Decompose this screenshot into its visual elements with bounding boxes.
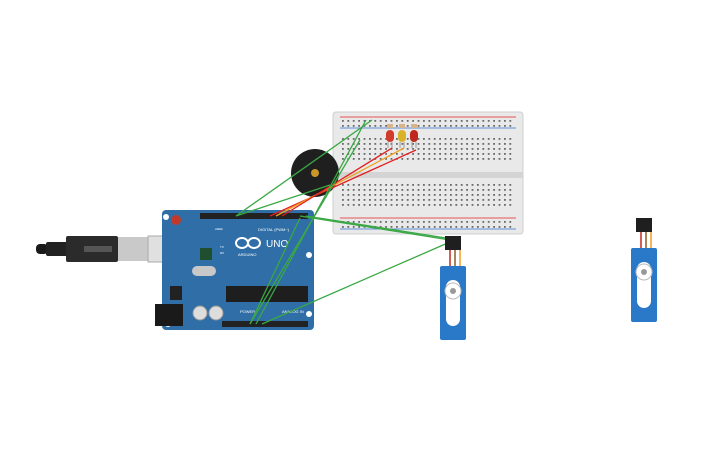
wire-green[interactable] xyxy=(255,119,367,325)
atmega-chip xyxy=(226,286,308,302)
led-red-1[interactable] xyxy=(386,130,394,148)
breadboard-holes[interactable] xyxy=(342,120,512,228)
breadboard[interactable] xyxy=(332,111,524,235)
reset-button[interactable] xyxy=(171,215,181,225)
tx-label: TX xyxy=(220,245,224,249)
power-jack xyxy=(155,304,183,326)
power-label: POWER xyxy=(240,309,255,314)
piezo-buzzer[interactable] xyxy=(291,149,339,197)
wire-green[interactable] xyxy=(235,184,331,217)
board-model: UNO xyxy=(266,239,288,250)
wire-orange[interactable] xyxy=(275,147,405,217)
arduino-logo-icon xyxy=(235,237,261,249)
wire-red[interactable] xyxy=(269,149,417,217)
resistors[interactable] xyxy=(387,124,417,128)
aref-label: AREF xyxy=(215,227,223,231)
rx-label: RX xyxy=(220,251,224,255)
digital-header xyxy=(200,213,308,219)
wire-red[interactable] xyxy=(281,147,393,217)
power-analog-header xyxy=(222,321,308,327)
servo-motor-2[interactable] xyxy=(631,218,657,322)
digital-label: DIGITAL (PWM~) xyxy=(258,227,290,232)
board-brand: ARDUINO xyxy=(238,252,256,257)
wires[interactable] xyxy=(235,119,451,325)
wire-green[interactable] xyxy=(235,119,373,217)
usb-cable[interactable] xyxy=(36,235,175,263)
arduino-uno-board[interactable]: UNO ARDUINO DIGITAL (PWM~) POWER ANALOG … xyxy=(155,210,314,330)
wire-green[interactable] xyxy=(299,215,451,241)
servo-motor-1[interactable] xyxy=(440,236,466,340)
wire-green[interactable] xyxy=(305,215,447,239)
led-yellow[interactable] xyxy=(398,130,406,148)
wire-green[interactable] xyxy=(261,241,451,325)
wire-green[interactable] xyxy=(249,217,301,325)
analog-label: ANALOG IN xyxy=(282,309,304,314)
led-red-2[interactable] xyxy=(410,130,418,148)
